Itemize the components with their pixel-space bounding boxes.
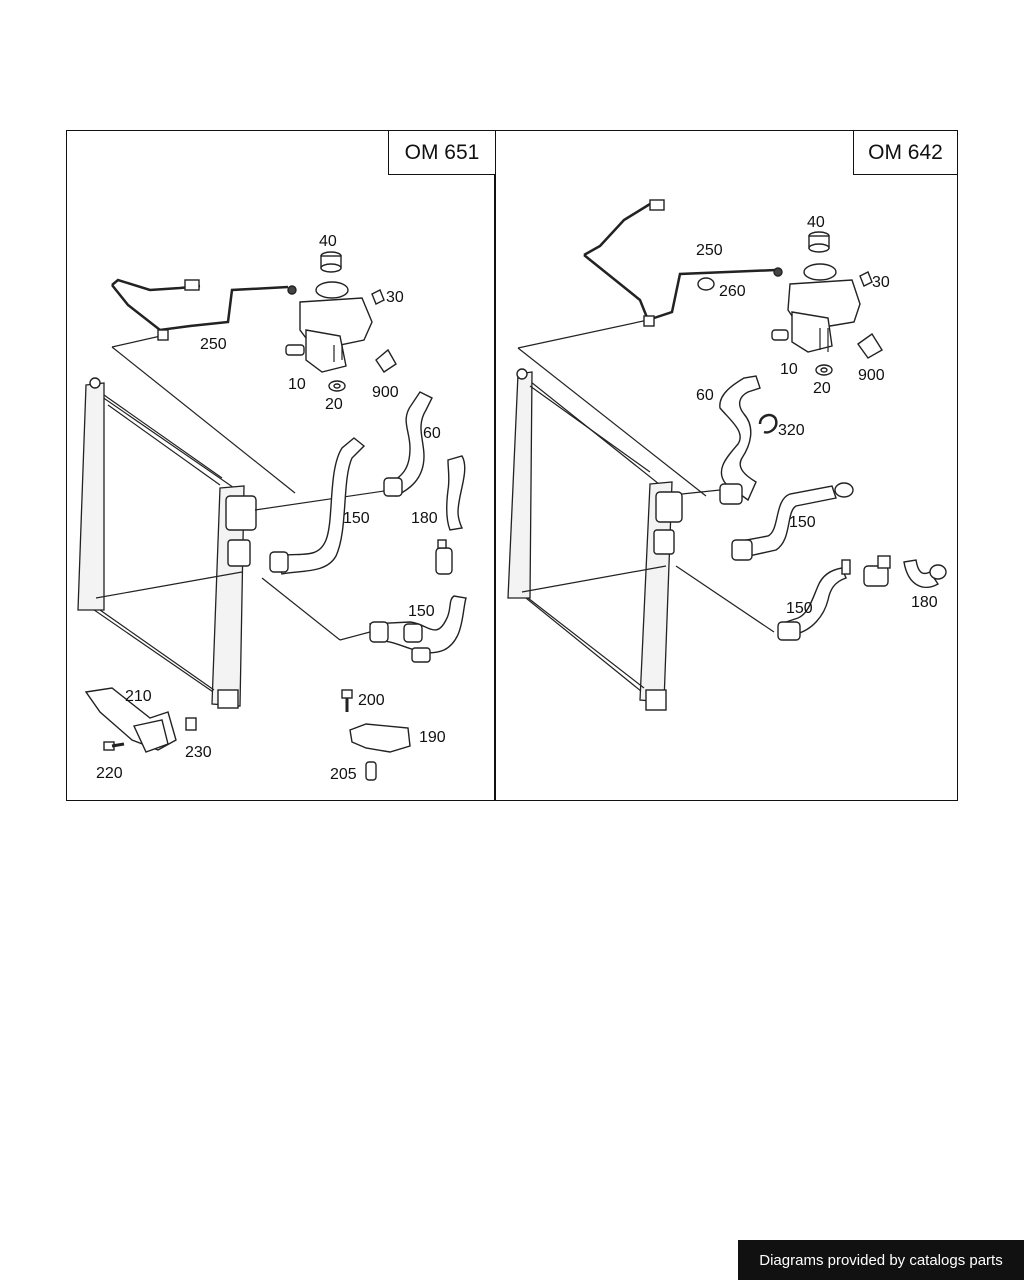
panel-divider bbox=[494, 131, 496, 800]
label-900-left: 900 bbox=[372, 384, 399, 401]
label-200-left: 200 bbox=[358, 692, 385, 709]
panel-om642: 40 250 260 30 10 20 900 60 320 150 150 1… bbox=[507, 199, 947, 711]
label-250-right: 250 bbox=[696, 242, 723, 259]
coolant-reservoir-right[interactable] bbox=[771, 263, 861, 353]
watermark-badge: Diagrams provided by catalogs parts bbox=[738, 1240, 1024, 1280]
label-150a-right: 150 bbox=[789, 514, 816, 531]
diagram-frame bbox=[66, 130, 958, 801]
label-150b-right: 150 bbox=[786, 600, 813, 617]
reservoir-cap-right[interactable] bbox=[808, 231, 830, 253]
label-30-left: 30 bbox=[386, 289, 404, 306]
label-250-left: 250 bbox=[200, 336, 227, 353]
reservoir-cap-left[interactable] bbox=[320, 251, 342, 273]
panel-om651: 40 30 250 10 20 900 60 150 180 150 210 2… bbox=[77, 233, 467, 783]
label-30-right: 30 bbox=[872, 274, 890, 291]
label-40-left: 40 bbox=[319, 233, 337, 250]
label-190-left: 190 bbox=[419, 729, 446, 746]
label-150b-left: 150 bbox=[408, 603, 435, 620]
label-205-left: 205 bbox=[330, 766, 357, 783]
radiator-left[interactable] bbox=[77, 377, 257, 709]
label-10-right: 10 bbox=[780, 361, 798, 378]
coolant-reservoir-left[interactable] bbox=[285, 281, 373, 373]
radiator-right[interactable] bbox=[507, 368, 683, 711]
engine-tag-om651: OM 651 bbox=[388, 131, 495, 175]
label-20-left: 20 bbox=[325, 396, 343, 413]
label-260-right: 260 bbox=[719, 283, 746, 300]
label-320-right: 320 bbox=[778, 422, 805, 439]
label-180-left: 180 bbox=[411, 510, 438, 527]
label-180-right: 180 bbox=[911, 594, 938, 611]
label-150a-left: 150 bbox=[343, 510, 370, 527]
label-10-left: 10 bbox=[288, 376, 306, 393]
label-40-right: 40 bbox=[807, 214, 825, 231]
label-220-left: 220 bbox=[96, 765, 123, 782]
label-210-left: 210 bbox=[125, 688, 152, 705]
label-900-right: 900 bbox=[858, 367, 885, 384]
engine-tag-om642: OM 642 bbox=[853, 131, 957, 175]
label-60-left: 60 bbox=[423, 425, 441, 442]
label-60-right: 60 bbox=[696, 387, 714, 404]
label-20-right: 20 bbox=[813, 380, 831, 397]
label-230-left: 230 bbox=[185, 744, 212, 761]
